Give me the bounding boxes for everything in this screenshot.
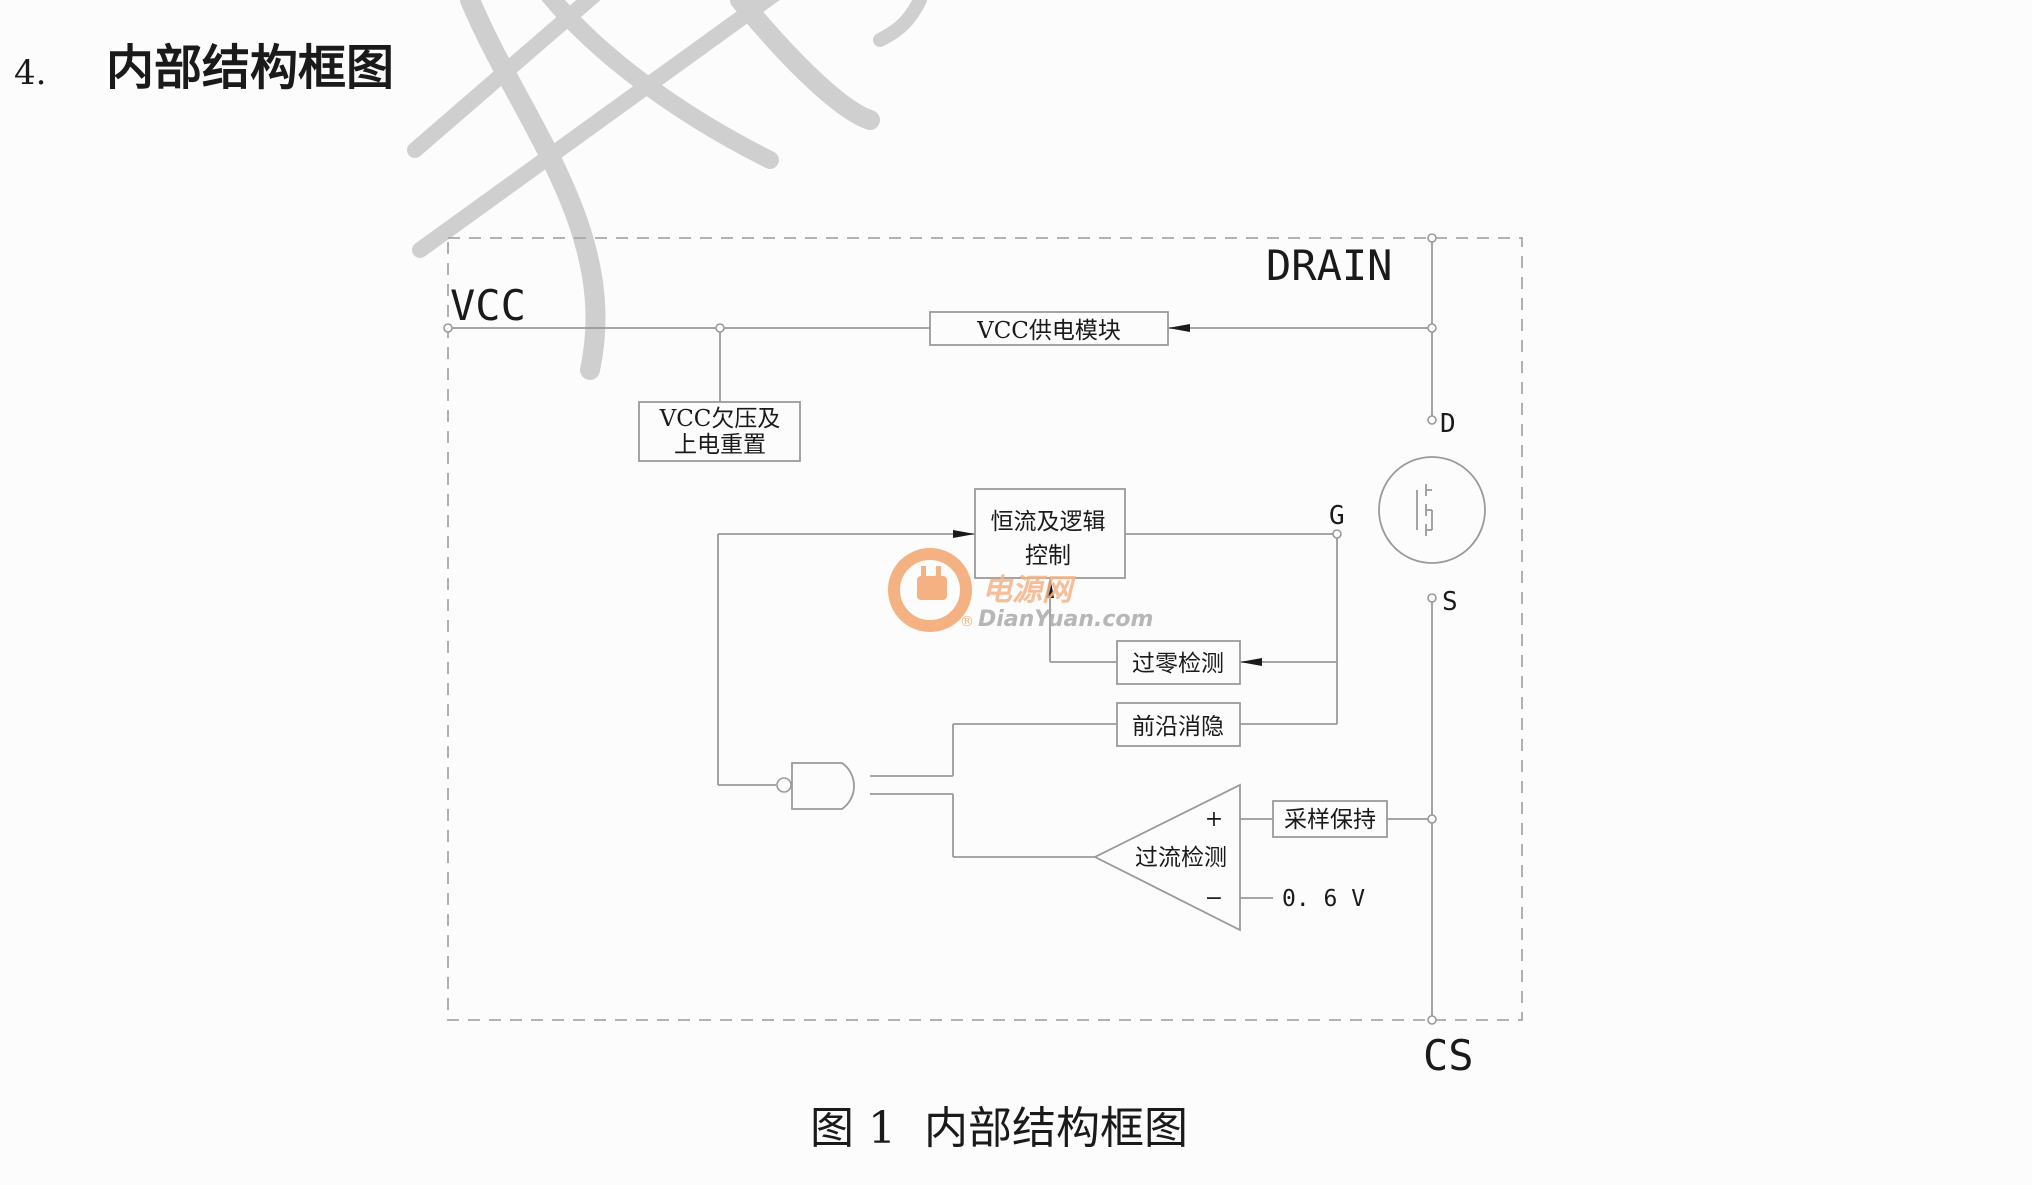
pin-drain-label: DRAIN xyxy=(1266,241,1392,290)
uvlo-label-line2: 上电重置 xyxy=(674,432,766,458)
cc-logic-label-line2: 控制 xyxy=(1025,543,1071,569)
leading-edge-label: 前沿消隐 xyxy=(1132,714,1224,740)
logo-brand-text: 电源网 xyxy=(982,573,1076,608)
section-number: 4. xyxy=(14,53,46,93)
cc-logic-block: 恒流及逻辑 控制 xyxy=(974,488,1126,579)
reference-voltage-label: 0. 6 V xyxy=(1282,886,1365,912)
mosfet-symbol xyxy=(1378,456,1486,564)
plug-logo-icon xyxy=(888,548,972,632)
overcurrent-label: 过流检测 xyxy=(1135,845,1227,871)
junction-nodes xyxy=(443,233,1437,1025)
uvlo-label-line1: VCC欠压及 xyxy=(659,406,781,432)
zero-cross-block: 过零检测 xyxy=(1116,640,1241,685)
pin-vcc-label: VCC xyxy=(450,281,526,330)
zero-cross-label: 过零检测 xyxy=(1132,651,1224,677)
arrow-into-zero-cross xyxy=(1240,658,1262,666)
arrow-up-into-logic xyxy=(1046,576,1054,598)
figure-caption: 图 1 内部结构框图 xyxy=(810,1103,1188,1154)
pin-cs-label: CS xyxy=(1423,1031,1474,1080)
logo-reg-mark: ® xyxy=(960,614,974,630)
overcurrent-comparator: + − 过流检测 xyxy=(1092,783,1241,932)
site-logo-watermark: 电源网 ® DianYuan.com xyxy=(888,548,1153,632)
leading-edge-block: 前沿消隐 xyxy=(1116,702,1241,747)
chip-outline xyxy=(447,237,1523,1021)
cc-logic-label-line1: 恒流及逻辑 xyxy=(991,509,1106,535)
vcc-supply-label: VCC供电模块 xyxy=(976,318,1121,344)
section-title: 内部结构框图 xyxy=(106,40,394,96)
sample-hold-label: 采样保持 xyxy=(1284,807,1376,833)
arrowheads xyxy=(953,324,1262,666)
pin-d-label: D xyxy=(1440,409,1456,439)
vcc-supply-block: VCC供电模块 xyxy=(929,311,1169,346)
uvlo-block: VCC欠压及 上电重置 xyxy=(638,401,801,462)
arrow-into-logic xyxy=(953,530,975,538)
comparator-minus-sign: − xyxy=(1205,886,1223,911)
comparator-plus-sign: + xyxy=(1205,807,1223,832)
pin-s-label: S xyxy=(1442,587,1458,617)
sample-hold-block: 采样保持 xyxy=(1272,800,1388,838)
logo-url-text: DianYuan.com xyxy=(978,607,1153,632)
and-gate xyxy=(776,762,855,810)
arrow-into-vcc-supply xyxy=(1168,324,1190,332)
pin-g-label: G xyxy=(1329,501,1345,531)
background-watermark xyxy=(407,0,927,380)
